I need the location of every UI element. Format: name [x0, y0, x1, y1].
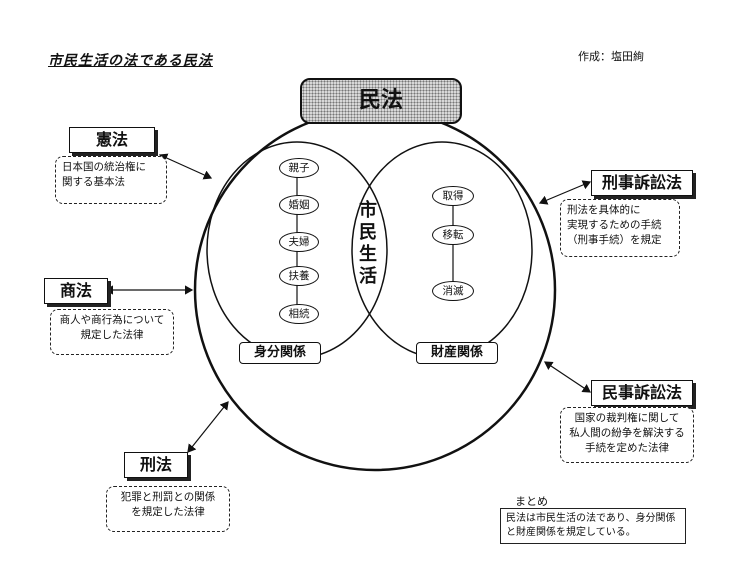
status-item-konin: 婚姻 [279, 195, 319, 215]
minji-soshoho-label: 民事訴訟法 [591, 380, 693, 406]
kenpo-label: 憲法 [69, 127, 155, 153]
kenpo-desc-line: 関する基本法 [62, 176, 125, 188]
property-item-iten: 移転 [432, 225, 474, 245]
minpo-circle [193, 108, 557, 472]
summary-text: 民法は市民生活の法であり、身分関係と財産関係を規定している。 [500, 508, 686, 544]
citizen-life-label: 市民生活 [359, 200, 377, 287]
arrow-keiho [187, 401, 229, 453]
property-relation-label: 財産関係 [416, 342, 498, 364]
keiho-desc-line: を規定した法律 [131, 506, 205, 518]
keiji-soshoho-label: 刑事訴訟法 [591, 170, 693, 196]
keiho-description: 犯罪と刑罰との関係 を規定した法律 [106, 486, 230, 532]
minpo-title-box: 民法 [300, 78, 462, 124]
keiji-soshoho-description: 刑法を具体的に 実現するための手続 （刑事手続）を規定 [560, 199, 680, 257]
keiho-desc-line: 犯罪と刑罰との関係 [120, 491, 216, 503]
minji-soshoho-description: 国家の裁判権に関して 私人間の紛争を解決する 手続を定めた法律 [560, 407, 694, 463]
kenpo-description: 日本国の統治権に 関する基本法 [55, 156, 167, 204]
keiji-desc-line: 刑法を具体的に [567, 204, 641, 216]
shoho-desc-line: 規定した法律 [80, 329, 144, 341]
shoho-label: 商法 [44, 278, 108, 304]
minji-desc-line: 国家の裁判権に関して [574, 412, 680, 424]
keiji-desc-line: （刑事手続）を規定 [567, 234, 662, 246]
author-credit: 作成：塩田絢 [578, 50, 644, 63]
arrow-keiji [538, 180, 592, 205]
keiho-label: 刑法 [124, 452, 188, 478]
status-item-oyako: 親子 [279, 158, 319, 178]
property-item-shutoku: 取得 [432, 186, 474, 206]
status-item-fuyo: 扶養 [279, 266, 319, 286]
page-title: 市民生活の法である民法 [48, 53, 213, 69]
summary-heading: まとめ [515, 495, 548, 508]
status-item-sozoku: 相続 [279, 304, 319, 324]
shoho-desc-line: 商人や商行為について [59, 314, 165, 326]
arrow-minji [544, 361, 591, 393]
property-item-shometsu: 消滅 [432, 281, 474, 301]
kenpo-desc-line: 日本国の統治権に [62, 161, 146, 173]
arrow-kenpo [158, 153, 213, 180]
keiji-desc-line: 実現するための手続 [567, 219, 662, 231]
minji-desc-line: 手続を定めた法律 [585, 442, 669, 454]
status-item-fufu: 夫婦 [279, 232, 319, 252]
shoho-description: 商人や商行為について 規定した法律 [50, 309, 174, 355]
status-relation-label: 身分関係 [239, 342, 321, 364]
minji-desc-line: 私人間の紛争を解決する [569, 427, 685, 439]
